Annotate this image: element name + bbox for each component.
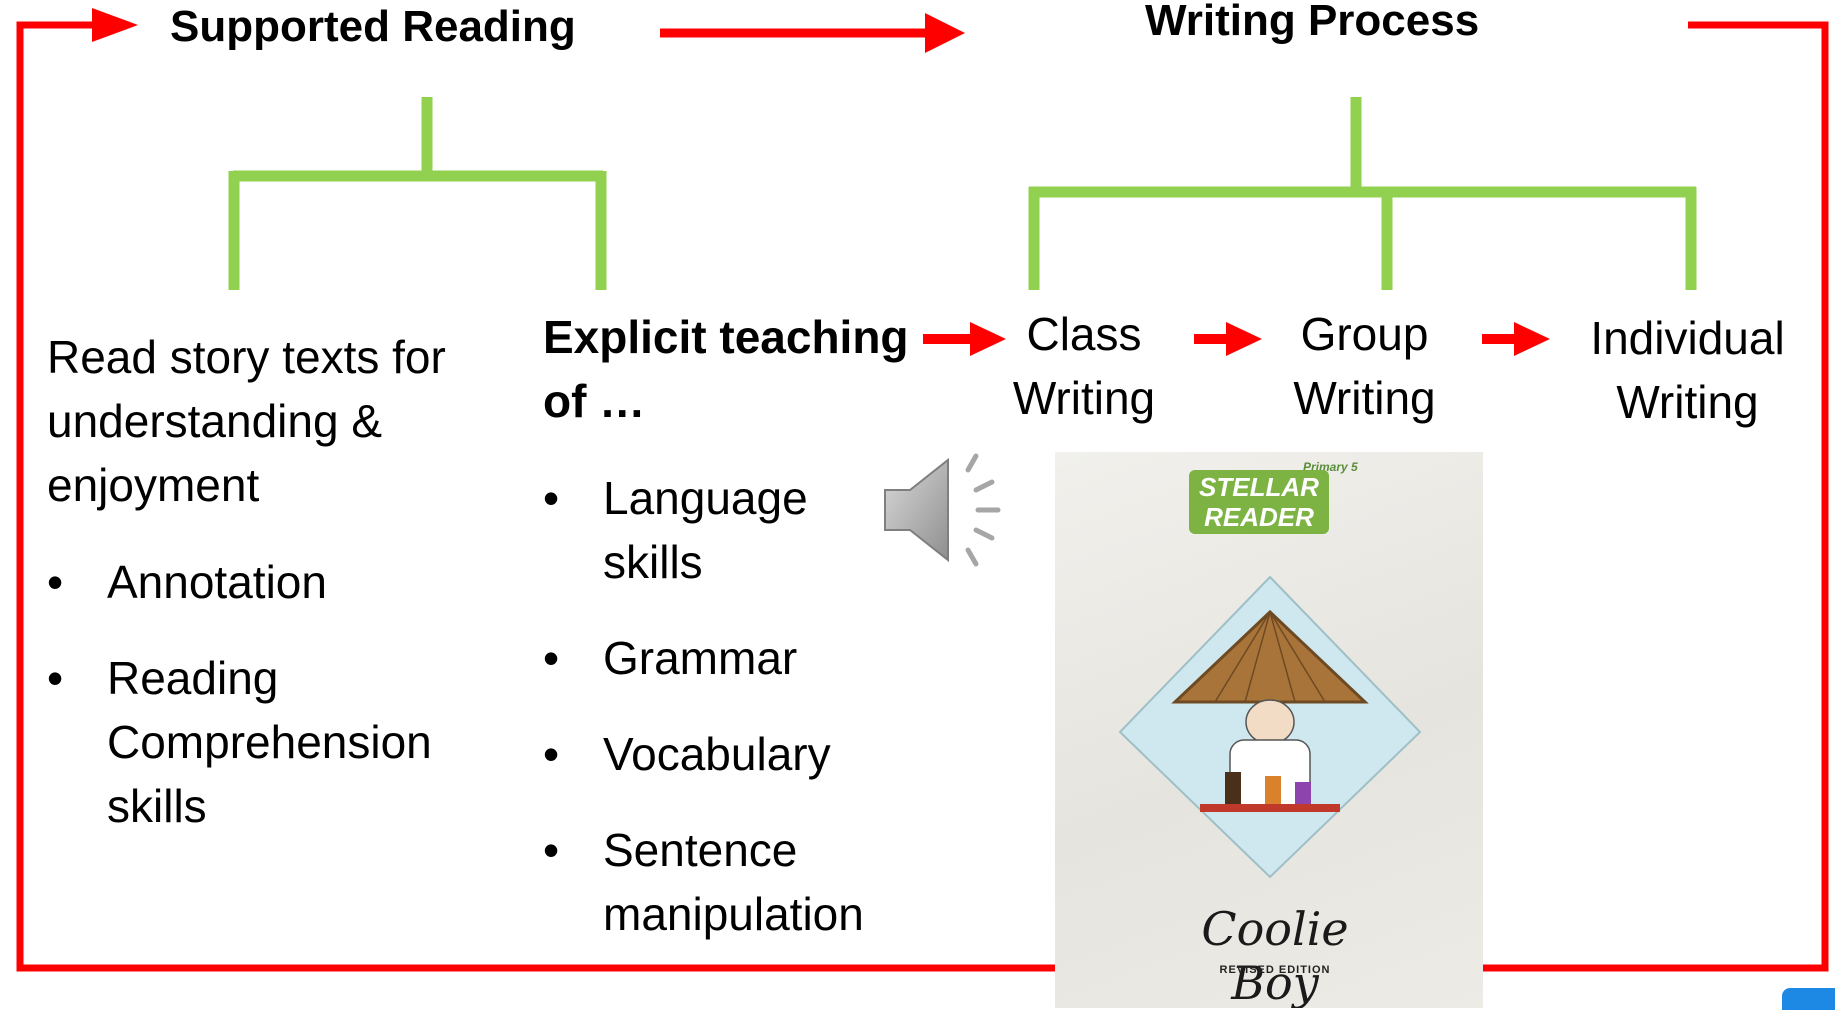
stage-label: Writing (1012, 372, 1156, 424)
loop-arrowhead (92, 8, 138, 42)
arrow-to-class-head (970, 322, 1006, 356)
stage-label: Writing (1616, 376, 1759, 428)
top-arrow-head (925, 13, 965, 53)
supported-reading-title: Supported Reading (170, 2, 576, 51)
teaching-bullet-list: • Language skills • Grammar • Vocabulary… (543, 466, 903, 978)
list-item: • Sentence manipulation (543, 818, 903, 946)
bullet-text: skills (107, 780, 207, 832)
stage-label: Writing (1293, 372, 1436, 424)
teaching-heading-line: Explicit teaching (543, 311, 909, 363)
arrow-to-individual-head (1514, 322, 1550, 356)
bullet-icon: • (543, 728, 560, 780)
bullet-text: Reading (107, 652, 279, 704)
bullet-text: manipulation (603, 888, 864, 940)
book-edition: REVISED EDITION (1219, 964, 1331, 976)
bullet-icon: • (47, 556, 64, 608)
loop-line (16, 21, 1055, 972)
book-illustration (1118, 575, 1422, 879)
bullet-text: skills (603, 536, 703, 588)
bullet-text: Vocabulary (603, 728, 831, 780)
list-item: • Vocabulary (543, 722, 903, 786)
teaching-heading: Explicit teaching of … (543, 305, 933, 433)
reading-intro-line: Read story texts for (47, 331, 446, 383)
stage-group-writing: Group Writing (1272, 302, 1457, 430)
bullet-text: Sentence (603, 824, 798, 876)
bullet-icon: • (543, 472, 560, 524)
book-cover-image: Primary 5 STELLAR READER Coolie Boy REVI… (1055, 452, 1483, 1008)
list-item: • Annotation (47, 550, 517, 614)
bullet-icon: • (543, 824, 560, 876)
bullet-icon: • (47, 652, 64, 704)
stage-label: Individual (1590, 312, 1785, 364)
reading-intro: Read story texts for understanding & enj… (47, 325, 517, 517)
reading-intro-line: understanding & (47, 395, 383, 447)
loop-line-right (1483, 21, 1829, 972)
writing-process-title: Writing Process (1145, 0, 1480, 45)
reading-bullet-list: • Annotation • Reading Comprehension ski… (47, 550, 517, 870)
bullet-text: Annotation (107, 556, 327, 608)
bullet-icon: • (543, 632, 560, 684)
bullet-text: Language (603, 472, 808, 524)
list-item: • Language skills (543, 466, 903, 594)
list-item: • Grammar (543, 626, 903, 690)
stage-class-writing: Class Writing (994, 302, 1174, 430)
speaker-icon[interactable] (880, 448, 1010, 578)
book-series-line: STELLAR (1199, 472, 1319, 502)
reading-intro-line: enjoyment (47, 459, 260, 511)
bullet-text: Grammar (603, 632, 798, 684)
bullet-text: Comprehension (107, 716, 432, 768)
stage-label: Class (1026, 308, 1142, 360)
list-item: • Reading Comprehension skills (47, 646, 517, 838)
teaching-heading-line: of … (543, 375, 646, 427)
stage-individual-writing: Individual Writing (1570, 306, 1805, 434)
book-series-line: READER (1204, 502, 1314, 532)
book-title: Coolie Boy (1201, 902, 1349, 1008)
book-series-logo: STELLAR READER (1189, 470, 1329, 534)
stage-label: Group (1300, 308, 1429, 360)
publisher-logo-icon (1782, 988, 1835, 1010)
arrow-to-group-head (1226, 322, 1262, 356)
